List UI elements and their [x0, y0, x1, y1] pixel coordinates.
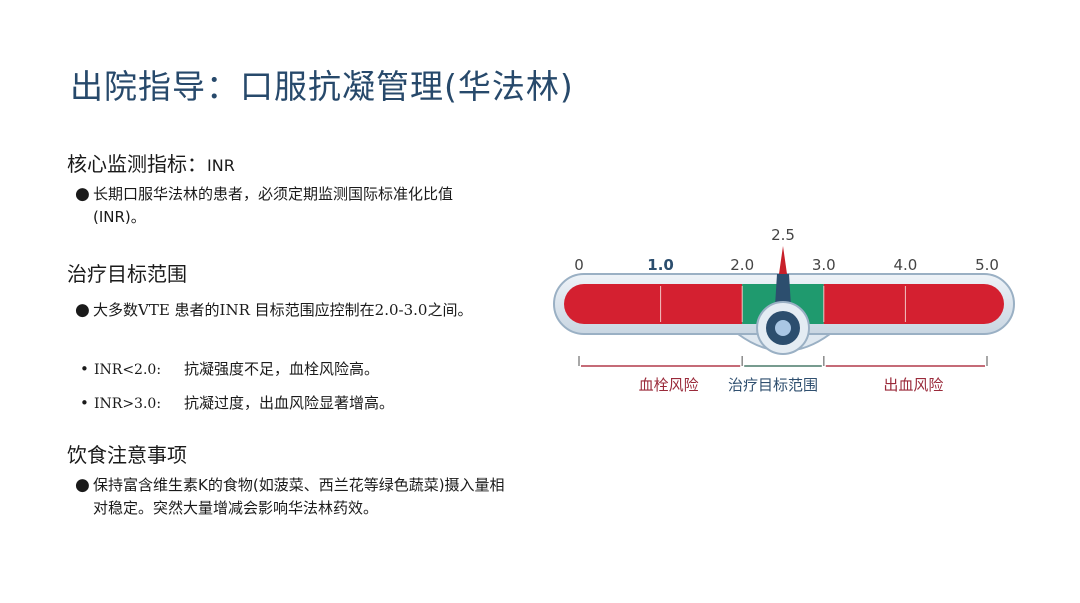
- tick-label: 0: [574, 256, 584, 274]
- needle-hub-center: [775, 320, 791, 336]
- list-item: • INR<2.0: 抗凝强度不足，血栓风险高。: [80, 358, 379, 379]
- diet-text: 保持富含维生素K的食物(如菠菜、西兰花等绿色蔬菜)摄入量相对稳定。突然大量增减会…: [93, 476, 505, 517]
- tick-label: 4.0: [893, 256, 917, 274]
- inr-low-text: 抗凝强度不足，血栓风险高。: [184, 360, 380, 378]
- bullet-icon: ●: [75, 184, 90, 204]
- zone-thrombosis-risk: [564, 284, 743, 324]
- inr-high-text: 抗凝过度，出血风险显著增高。: [184, 394, 395, 412]
- section-heading-diet: 饮食注意事项: [67, 443, 187, 467]
- tick-label: 5.0: [975, 256, 999, 274]
- tick-label: 1.0: [647, 256, 674, 274]
- needle-tip: [779, 246, 787, 274]
- section-heading-suffix: INR: [207, 156, 235, 175]
- inr-gauge: 0 1.0 2.0 3.0 4.0 5.0 2.5 血栓风险 治疗目标范围 出血风险: [553, 226, 1015, 394]
- tick-label: 3.0: [812, 256, 836, 274]
- section-heading-monitoring: 核心监测指标：INR: [67, 148, 235, 177]
- bullet-icon: ●: [75, 475, 90, 495]
- zone-bleeding-risk: [823, 284, 1004, 324]
- zone-label: 出血风险: [883, 376, 943, 394]
- inr-low-code: INR<2.0:: [94, 362, 162, 378]
- zone-label: 治疗目标范围: [728, 376, 818, 394]
- monitoring-paragraph: ●长期口服华法林的患者，必须定期监测国际标准化比值 (INR)。: [75, 183, 515, 229]
- monitoring-text: 长期口服华法林的患者，必须定期监测国际标准化比值 (INR)。: [93, 185, 454, 226]
- list-item: • INR>3.0: 抗凝过度，出血风险显著增高。: [80, 392, 394, 413]
- tick-label: 2.0: [730, 256, 754, 274]
- target-range-paragraph: ●大多数VTE 患者的INR 目标范围应控制在2.0-3.0之间。: [75, 299, 515, 322]
- bullet-icon: ●: [75, 300, 90, 320]
- inr-high-code: INR>3.0:: [94, 396, 162, 412]
- target-range-text: 大多数VTE 患者的INR 目标范围应控制在2.0-3.0之间。: [93, 301, 473, 319]
- section-heading-target-range: 治疗目标范围: [67, 262, 187, 286]
- page-title: 出院指导：口服抗凝管理(华法林): [70, 67, 574, 106]
- diet-paragraph: ●保持富含维生素K的食物(如菠菜、西兰花等绿色蔬菜)摄入量相对稳定。突然大量增减…: [75, 474, 515, 520]
- zone-label: 血栓风险: [639, 376, 699, 394]
- small-bullet-icon: •: [80, 394, 89, 412]
- needle-value-label: 2.5: [771, 226, 795, 244]
- small-bullet-icon: •: [80, 360, 89, 378]
- section-heading-text: 核心监测指标：: [67, 152, 207, 176]
